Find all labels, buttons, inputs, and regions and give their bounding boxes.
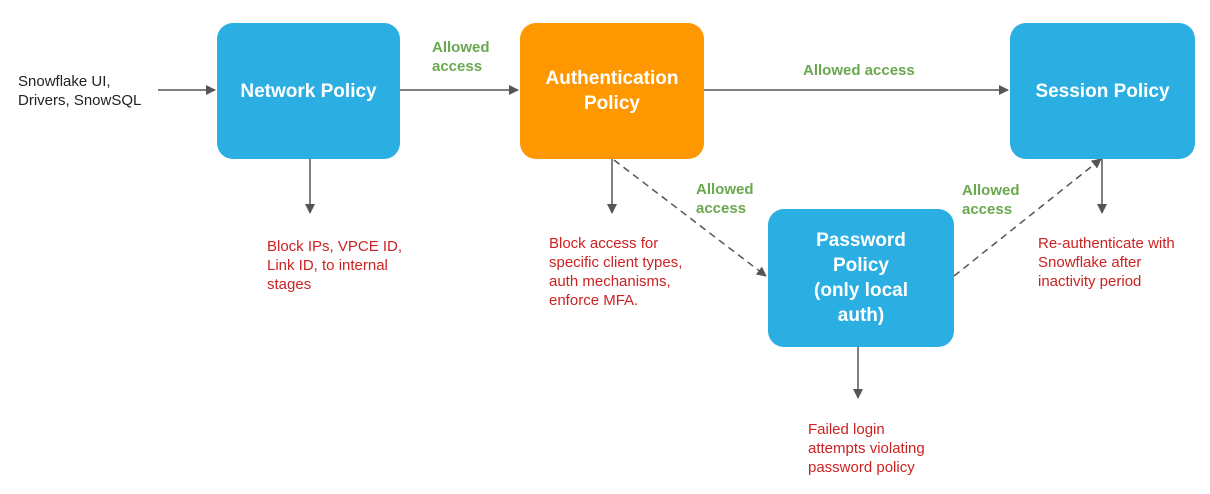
edge-label-network-to-auth: Allowed access xyxy=(432,39,490,75)
edge-label-password-to-session: Allowed access xyxy=(962,182,1020,218)
authentication-policy-node: Authentication Policy xyxy=(520,23,704,159)
network-policy-note: Block IPs, VPCE ID, Link ID, to internal… xyxy=(267,238,403,293)
network-policy-node: Network Policy xyxy=(217,23,400,159)
session-policy-label: Session Policy xyxy=(1035,80,1170,102)
password-policy-node: Password Policy (only local auth) xyxy=(768,209,954,347)
network-policy-label: Network Policy xyxy=(240,80,377,102)
authentication-policy-label: Authentication Policy xyxy=(545,68,679,114)
authentication-policy-note: Block access for specific client types, … xyxy=(549,235,683,309)
password-policy-label: Password Policy (only local auth) xyxy=(814,230,908,326)
auth-to-password-arrow xyxy=(613,159,767,277)
edge-label-auth-to-session: Allowed access xyxy=(803,62,915,79)
password-policy-note: Failed login attempts violating password… xyxy=(808,421,925,476)
session-policy-note: Re-authenticate with Snowflake after ina… xyxy=(1038,235,1175,290)
edge-label-auth-to-password: Allowed access xyxy=(696,181,754,217)
password-to-session-arrow xyxy=(953,158,1102,277)
source-label: Snowflake UI, Drivers, SnowSQL xyxy=(18,73,142,109)
session-policy-node: Session Policy xyxy=(1010,23,1195,159)
